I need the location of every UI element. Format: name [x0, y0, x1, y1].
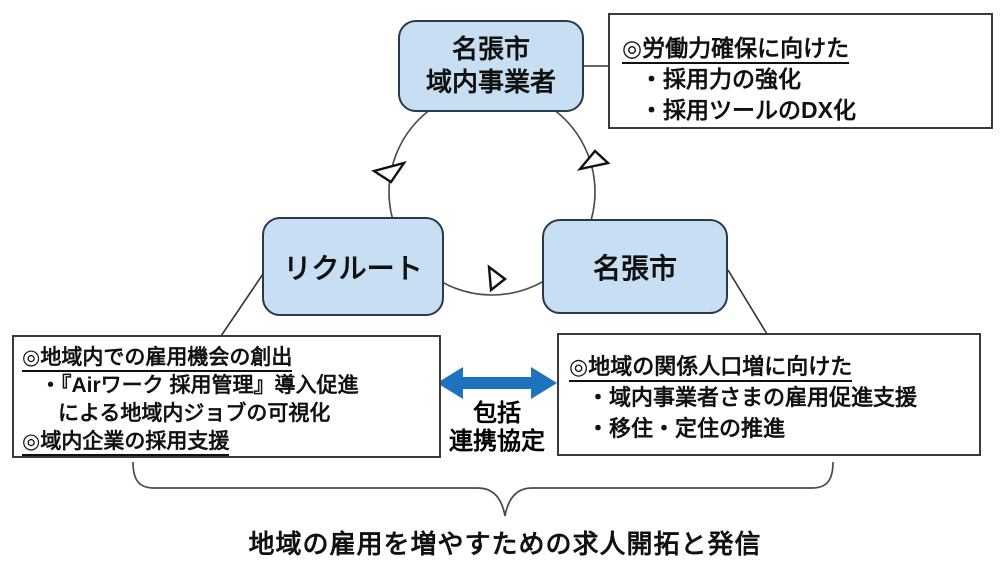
callout-city-item: ・域内事業者さまの雇用促進支援	[587, 385, 918, 410]
agreement-label: 包括 連携協定	[432, 400, 562, 456]
footer-summary: 地域の雇用を増やすための求人開拓と発信	[248, 529, 762, 559]
node-city: 名張市	[542, 219, 728, 314]
bottom-brace	[132, 461, 834, 517]
connector-recruit-callout	[220, 270, 266, 337]
callout-recruit-item1-cont: による地域内ジョブの可視化	[58, 402, 331, 425]
callout-business-item: ・採用ツールのDX化	[640, 97, 856, 123]
cycle-arrowhead-left-icon	[371, 161, 407, 184]
node-city-label: 名張市	[592, 252, 677, 284]
node-recruit-label: リクルート	[283, 252, 423, 284]
callout-business-item: ・採用力の強化	[640, 66, 801, 92]
callout-recruit-heading2: ◎域内企業の採用支援	[22, 428, 433, 456]
callout-recruit-heading1: ◎地域内での雇用機会の創出	[22, 344, 433, 372]
node-recruit: リクルート	[262, 217, 444, 316]
callout-recruit-goals: ◎地域内での雇用機会の創出 ・『Airワーク 採用管理』導入促進 による地域内ジ…	[12, 335, 441, 458]
callout-city-item: ・移住・定住の推進	[587, 416, 786, 441]
callout-city-heading: ◎地域の関係人口増に向けた	[569, 351, 973, 382]
connector-city-callout	[727, 269, 768, 335]
callout-recruit-item1: ・『Airワーク 採用管理』導入促進	[40, 374, 359, 397]
node-business-line1: 名張市	[451, 34, 530, 64]
agreement-double-arrow-icon	[437, 367, 557, 399]
cycle-arrowhead-right-icon	[576, 149, 611, 171]
node-business-line2: 域内事業者	[425, 67, 556, 97]
cycle-arrowhead-bottom-icon	[487, 264, 507, 293]
callout-business-goals: ◎労働力確保に向けた ・採用力の強化 ・採用ツールのDX化	[608, 13, 993, 129]
agreement-line2: 連携協定	[449, 428, 545, 455]
node-business: 名張市 域内事業者	[398, 20, 584, 112]
callout-business-heading: ◎労働力確保に向けた	[622, 33, 981, 64]
callout-city-goals: ◎地域の関係人口増に向けた ・域内事業者さまの雇用促進支援 ・移住・定住の推進	[557, 333, 981, 456]
agreement-line1: 包括	[473, 400, 521, 427]
